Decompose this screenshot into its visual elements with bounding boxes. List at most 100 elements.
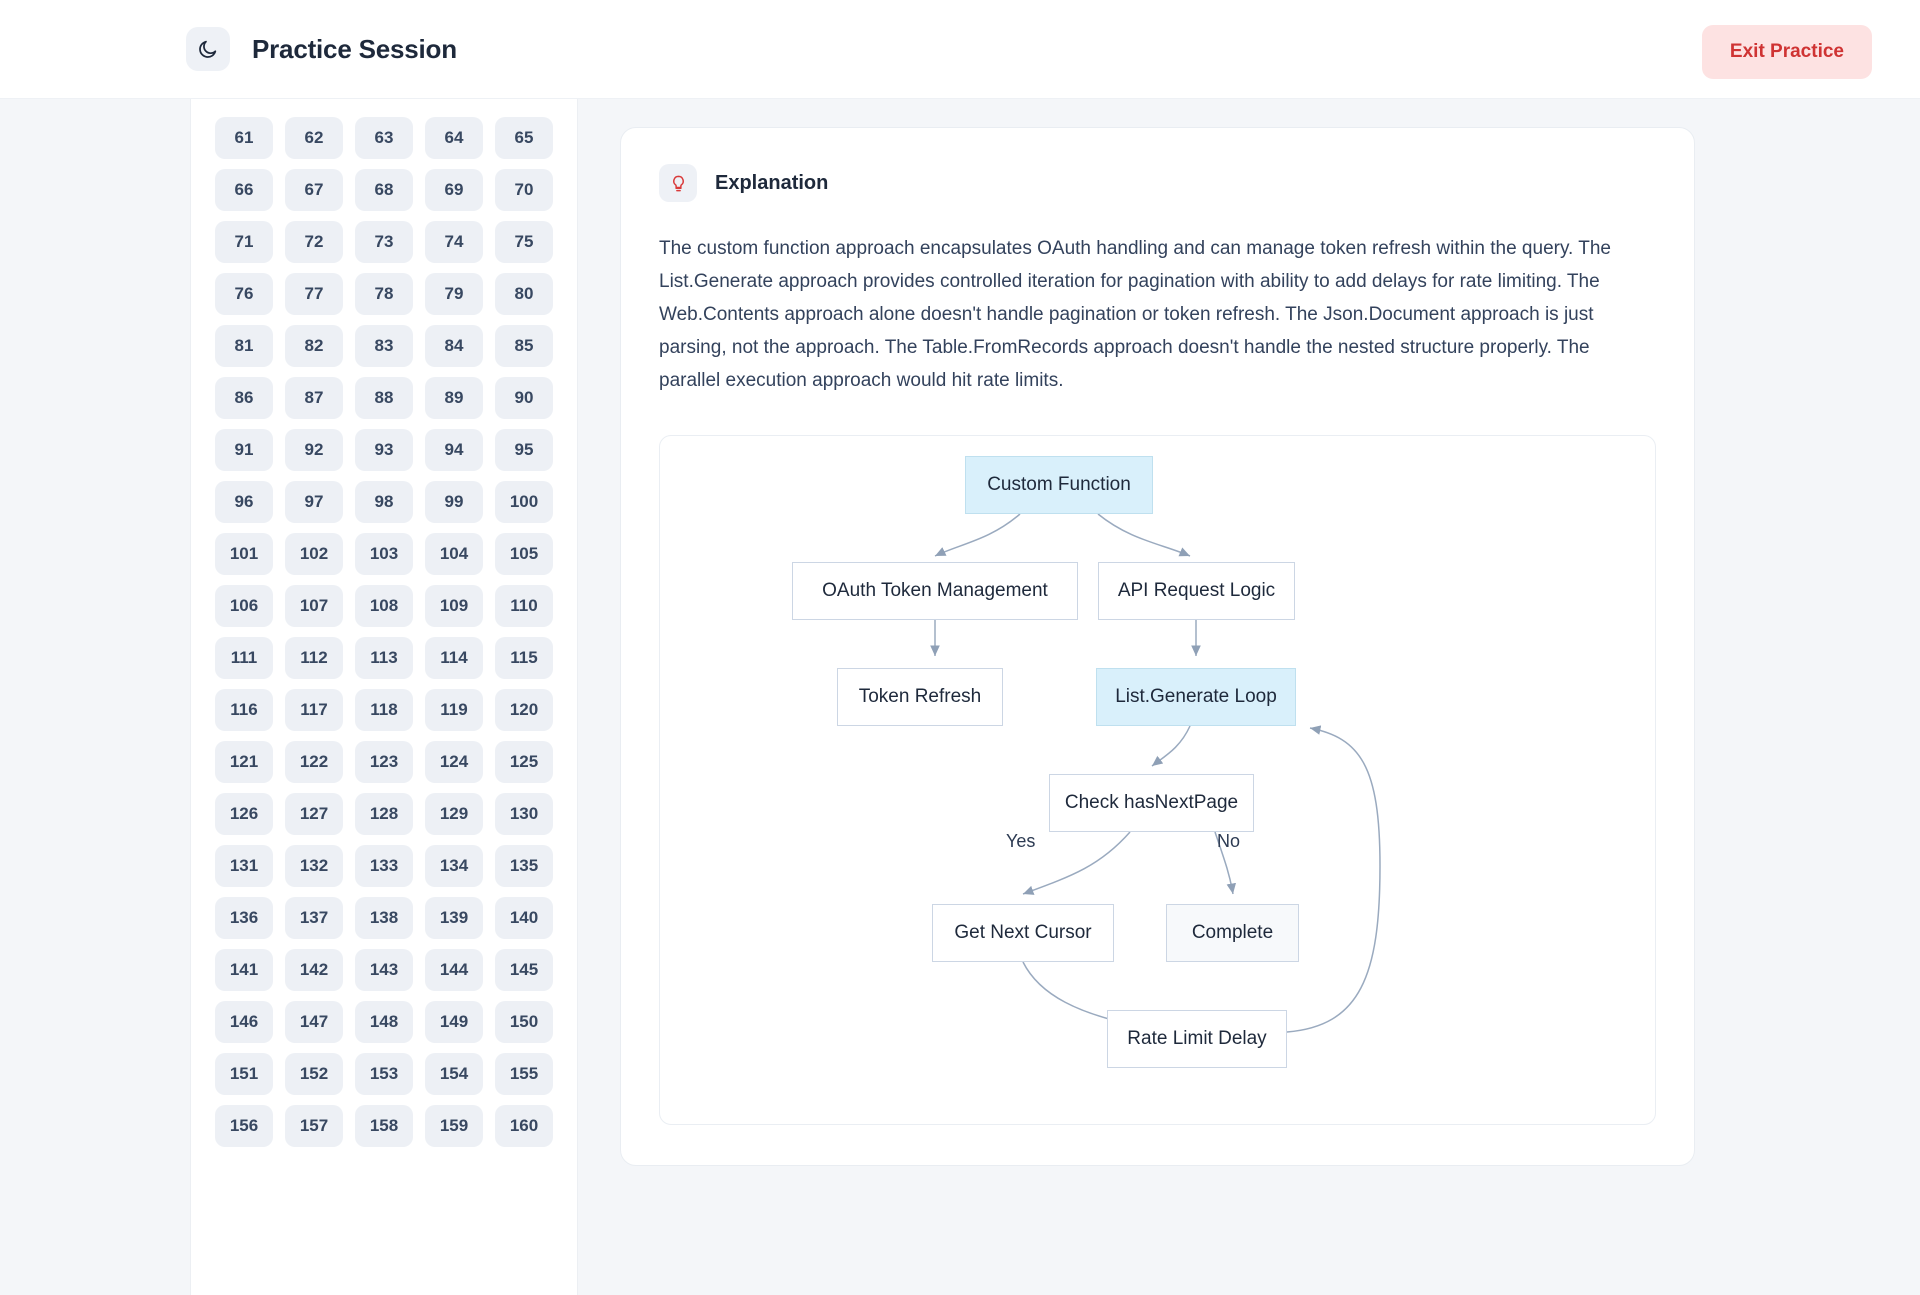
question-number-103[interactable]: 103 (355, 533, 413, 575)
exit-practice-button[interactable]: Exit Practice (1701, 25, 1872, 79)
question-number-156[interactable]: 156 (215, 1105, 273, 1147)
question-number-159[interactable]: 159 (425, 1105, 483, 1147)
question-number-101[interactable]: 101 (215, 533, 273, 575)
question-number-64[interactable]: 64 (425, 117, 483, 159)
question-number-112[interactable]: 112 (285, 637, 343, 679)
question-number-105[interactable]: 105 (495, 533, 553, 575)
question-number-61[interactable]: 61 (215, 117, 273, 159)
question-number-157[interactable]: 157 (285, 1105, 343, 1147)
question-number-120[interactable]: 120 (495, 689, 553, 731)
question-number-154[interactable]: 154 (425, 1053, 483, 1095)
question-number-124[interactable]: 124 (425, 741, 483, 783)
question-number-96[interactable]: 96 (215, 481, 273, 523)
question-number-66[interactable]: 66 (215, 169, 273, 211)
question-number-97[interactable]: 97 (285, 481, 343, 523)
question-number-80[interactable]: 80 (495, 273, 553, 315)
question-number-146[interactable]: 146 (215, 1001, 273, 1043)
question-number-155[interactable]: 155 (495, 1053, 553, 1095)
question-number-99[interactable]: 99 (425, 481, 483, 523)
question-number-63[interactable]: 63 (355, 117, 413, 159)
question-number-153[interactable]: 153 (355, 1053, 413, 1095)
question-number-109[interactable]: 109 (425, 585, 483, 627)
question-number-79[interactable]: 79 (425, 273, 483, 315)
question-number-119[interactable]: 119 (425, 689, 483, 731)
question-number-118[interactable]: 118 (355, 689, 413, 731)
question-number-108[interactable]: 108 (355, 585, 413, 627)
question-number-76[interactable]: 76 (215, 273, 273, 315)
question-number-128[interactable]: 128 (355, 793, 413, 835)
question-number-137[interactable]: 137 (285, 897, 343, 939)
question-number-111[interactable]: 111 (215, 637, 273, 679)
flow-node-rate-limit-delay[interactable]: Rate Limit Delay (1107, 1010, 1287, 1068)
question-number-91[interactable]: 91 (215, 429, 273, 471)
flow-node-check-hasnextpage[interactable]: Check hasNextPage (1049, 774, 1254, 832)
question-number-90[interactable]: 90 (495, 377, 553, 419)
question-number-77[interactable]: 77 (285, 273, 343, 315)
question-number-143[interactable]: 143 (355, 949, 413, 991)
question-number-67[interactable]: 67 (285, 169, 343, 211)
question-number-132[interactable]: 132 (285, 845, 343, 887)
question-number-68[interactable]: 68 (355, 169, 413, 211)
question-number-149[interactable]: 149 (425, 1001, 483, 1043)
question-number-141[interactable]: 141 (215, 949, 273, 991)
question-number-116[interactable]: 116 (215, 689, 273, 731)
question-number-113[interactable]: 113 (355, 637, 413, 679)
question-number-121[interactable]: 121 (215, 741, 273, 783)
question-number-84[interactable]: 84 (425, 325, 483, 367)
question-number-123[interactable]: 123 (355, 741, 413, 783)
question-number-98[interactable]: 98 (355, 481, 413, 523)
question-number-130[interactable]: 130 (495, 793, 553, 835)
flow-node-oauth-token-management[interactable]: OAuth Token Management (792, 562, 1078, 620)
question-number-92[interactable]: 92 (285, 429, 343, 471)
question-number-140[interactable]: 140 (495, 897, 553, 939)
question-number-129[interactable]: 129 (425, 793, 483, 835)
question-number-125[interactable]: 125 (495, 741, 553, 783)
question-number-110[interactable]: 110 (495, 585, 553, 627)
question-number-135[interactable]: 135 (495, 845, 553, 887)
question-number-151[interactable]: 151 (215, 1053, 273, 1095)
question-number-95[interactable]: 95 (495, 429, 553, 471)
question-number-74[interactable]: 74 (425, 221, 483, 263)
question-number-133[interactable]: 133 (355, 845, 413, 887)
question-number-75[interactable]: 75 (495, 221, 553, 263)
question-number-106[interactable]: 106 (215, 585, 273, 627)
question-number-89[interactable]: 89 (425, 377, 483, 419)
question-number-122[interactable]: 122 (285, 741, 343, 783)
question-number-62[interactable]: 62 (285, 117, 343, 159)
question-number-69[interactable]: 69 (425, 169, 483, 211)
question-number-88[interactable]: 88 (355, 377, 413, 419)
question-number-72[interactable]: 72 (285, 221, 343, 263)
question-number-152[interactable]: 152 (285, 1053, 343, 1095)
question-number-144[interactable]: 144 (425, 949, 483, 991)
question-number-117[interactable]: 117 (285, 689, 343, 731)
question-number-160[interactable]: 160 (495, 1105, 553, 1147)
question-number-71[interactable]: 71 (215, 221, 273, 263)
question-number-73[interactable]: 73 (355, 221, 413, 263)
question-number-94[interactable]: 94 (425, 429, 483, 471)
flow-node-token-refresh[interactable]: Token Refresh (837, 668, 1003, 726)
question-number-114[interactable]: 114 (425, 637, 483, 679)
question-number-83[interactable]: 83 (355, 325, 413, 367)
question-number-78[interactable]: 78 (355, 273, 413, 315)
flow-node-list-generate-loop[interactable]: List.Generate Loop (1096, 668, 1296, 726)
question-number-93[interactable]: 93 (355, 429, 413, 471)
question-number-65[interactable]: 65 (495, 117, 553, 159)
question-number-81[interactable]: 81 (215, 325, 273, 367)
question-number-142[interactable]: 142 (285, 949, 343, 991)
question-number-85[interactable]: 85 (495, 325, 553, 367)
question-number-126[interactable]: 126 (215, 793, 273, 835)
question-number-145[interactable]: 145 (495, 949, 553, 991)
question-number-147[interactable]: 147 (285, 1001, 343, 1043)
question-number-82[interactable]: 82 (285, 325, 343, 367)
question-number-104[interactable]: 104 (425, 533, 483, 575)
question-number-86[interactable]: 86 (215, 377, 273, 419)
question-number-138[interactable]: 138 (355, 897, 413, 939)
flow-node-complete[interactable]: Complete (1166, 904, 1299, 962)
question-number-139[interactable]: 139 (425, 897, 483, 939)
flow-node-custom-function[interactable]: Custom Function (965, 456, 1153, 514)
flow-node-api-request-logic[interactable]: API Request Logic (1098, 562, 1295, 620)
question-number-150[interactable]: 150 (495, 1001, 553, 1043)
question-number-148[interactable]: 148 (355, 1001, 413, 1043)
question-number-131[interactable]: 131 (215, 845, 273, 887)
